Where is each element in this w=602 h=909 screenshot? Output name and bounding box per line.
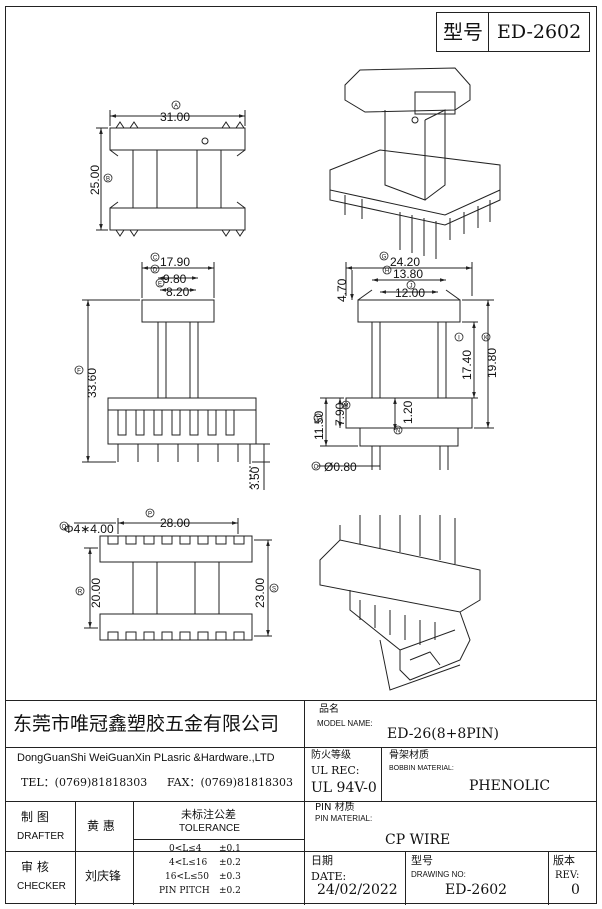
- ul-rec-value: UL 94V-0: [311, 780, 377, 796]
- date-value: 24/02/2022: [317, 882, 398, 898]
- company-name-cn: 东莞市唯冠鑫塑胶五金有限公司: [13, 713, 280, 735]
- dimension-marker: G: [382, 255, 387, 261]
- dimension-marker: D: [153, 268, 158, 274]
- iso-view-top: [329, 67, 501, 259]
- rev-label: REV:: [555, 870, 580, 881]
- bobbin-material-cn: 骨架材质: [389, 750, 429, 761]
- drafter-label-en: DRAFTER: [17, 831, 65, 842]
- top-view: [96, 110, 246, 237]
- dim-F: 33.60: [85, 368, 99, 398]
- dim-pitch: Φ4∗4.00: [64, 522, 114, 536]
- checker-name: 刘庆锋: [85, 869, 122, 883]
- technical-drawings: 31.00 25.00 17.90 9.80 8.20 33.60 3.50 2…: [59, 67, 501, 691]
- dimension-marker: E: [158, 282, 162, 288]
- drafter-name: 黄 惠: [87, 819, 115, 833]
- drafter-label-cn: 制 图: [21, 810, 49, 824]
- dim-4-70: 4.70: [335, 278, 349, 302]
- dimension-marker: B: [106, 177, 110, 183]
- dim-D: 9.80: [163, 272, 187, 286]
- model-name-label: MODEL NAME:: [317, 719, 373, 728]
- dimension-marker: A: [174, 104, 178, 110]
- dimension-marker: J: [410, 284, 413, 290]
- dimension-marker: O: [314, 465, 319, 471]
- company-fax: FAX：(0769)81818303: [167, 776, 294, 789]
- dim-N: 1.20: [401, 400, 415, 424]
- model-name-value: ED-26(8+8PIN): [387, 726, 499, 742]
- bottom-view: [74, 518, 272, 641]
- title-block: 东莞市唯冠鑫塑胶五金有限公司 DongGuanShi WeiGuanXin PL…: [5, 700, 597, 905]
- dim-S: 23.00: [253, 578, 267, 608]
- tolerance-label-cn: 未标注公差: [181, 808, 236, 821]
- drawing-no-label: DRAWING NO:: [411, 870, 466, 879]
- rev-value: 0: [571, 882, 580, 898]
- dim-C: 17.90: [160, 255, 190, 269]
- tolerance-label-en: TOLERANCE: [179, 823, 240, 834]
- model-header-value: ED-2602: [497, 21, 582, 43]
- dimension-marker: M: [344, 404, 349, 410]
- dimension-marker: F: [77, 369, 81, 375]
- bobbin-material-value: PHENOLIC: [469, 778, 551, 794]
- date-label: DATE:: [311, 870, 347, 883]
- tolerance-row: 4<L≤16 ±0.2: [169, 858, 241, 868]
- dim-J: 12.00: [395, 286, 425, 300]
- dim-P: 28.00: [160, 516, 190, 530]
- drawing-no-value: ED-2602: [445, 882, 508, 898]
- checker-label-en: CHECKER: [17, 881, 66, 892]
- dimension-marker: S: [272, 587, 276, 593]
- model-header-label: 型号: [443, 20, 483, 44]
- tolerance-row: 0<L≤4 ±0.1: [169, 844, 241, 854]
- pin-material-value: CP WIRE: [385, 832, 451, 848]
- dim-E: 8.20: [166, 285, 190, 299]
- dim-pin-length: 3.50: [248, 466, 262, 490]
- dimension-marker: H: [385, 269, 389, 275]
- dimension-marker: R: [78, 590, 83, 596]
- dim-H: 13.80: [393, 267, 423, 281]
- company-name-en: DongGuanShi WeiGuanXin PLasric &Hardware…: [17, 752, 275, 764]
- dimension-marker: N: [396, 429, 400, 435]
- pin-material-label: PIN MATERIAL:: [315, 814, 373, 823]
- dim-K: 19.80: [485, 348, 499, 378]
- checker-label-cn: 审 核: [21, 860, 49, 874]
- company-tel: TEL：(0769)81818303: [21, 776, 148, 789]
- dimension-marker: Q: [62, 525, 67, 531]
- bobbin-material-label: BOBBIN MATERIAL:: [389, 765, 454, 772]
- dimension-marker: C: [153, 256, 158, 262]
- dim-L: 11.50: [312, 411, 326, 440]
- dimension-marker: I: [458, 336, 460, 342]
- model-header-box: 型号 ED-2602: [436, 12, 590, 52]
- drawing-no-cn: 型号: [411, 854, 433, 867]
- dim-B: 25.00: [88, 165, 102, 195]
- dim-I: 17.40: [460, 350, 474, 380]
- dim-R: 20.00: [89, 578, 103, 608]
- date-cn: 日期: [311, 854, 333, 867]
- dim-O: Ø0.80: [324, 460, 357, 474]
- dim-G: 24.20: [390, 255, 420, 269]
- dimension-marker: K: [484, 336, 488, 342]
- dimension-marker: P: [148, 512, 152, 518]
- tolerance-row: PIN PITCH ±0.2: [159, 886, 241, 896]
- tolerance-row: 16<L≤50 ±0.3: [165, 872, 241, 882]
- side-view: [82, 262, 270, 490]
- sheet-border: [5, 6, 597, 904]
- dimension-marker: L: [316, 417, 320, 423]
- dim-A: 31.00: [160, 110, 190, 124]
- front-view: [318, 262, 494, 470]
- iso-view-bottom: [319, 515, 481, 691]
- product-name-cn: 品名: [319, 704, 339, 715]
- pin-material-cn: PIN 材质: [315, 802, 355, 813]
- ul-rec-label: UL REC:: [311, 764, 360, 777]
- rev-cn: 版本: [553, 854, 575, 867]
- fire-rating-cn: 防火等级: [311, 750, 351, 761]
